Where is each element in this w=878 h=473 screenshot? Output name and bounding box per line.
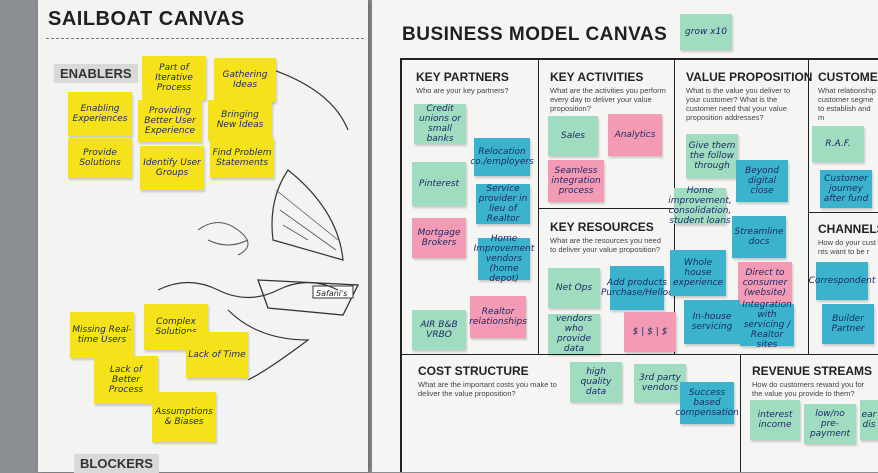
value-note: Integration with servicing / Realtor sit… (740, 300, 794, 350)
customer-note: Customer journey after fund (820, 170, 872, 208)
enabler-note: Find Problem Statements (210, 138, 274, 178)
key-activities-title: KEY ACTIVITIES (550, 70, 644, 84)
value-proposition-question: What is the value you deliver to your cu… (686, 86, 791, 122)
revenue-note: interest income (750, 400, 800, 440)
value-note: Whole house experience (670, 250, 726, 296)
sailboat-canvas-poster: SAILBOAT CANVAS ENABLERS BLOCKERS Safani… (38, 0, 368, 473)
grid-divider (808, 58, 809, 354)
blocker-note: Lack of Better Process (94, 356, 158, 404)
partner-note: Mortgage Brokers (412, 218, 466, 258)
resource-note: Net Ops (548, 268, 600, 308)
cost-note: 3rd party vendors (634, 364, 686, 402)
value-note: Beyond digital close (736, 160, 788, 202)
enabler-note: Part of Iterative Process (142, 56, 206, 100)
blocker-note: Missing Real-time Users (70, 312, 134, 358)
partner-note: Service provider in lieu of Realtor (476, 184, 530, 224)
activity-note: Seamless integration process (548, 160, 604, 202)
partner-note: Pinterest (412, 162, 466, 206)
blockers-label: BLOCKERS (74, 454, 159, 473)
customer-relationships-title: CUSTOMER RE (818, 70, 878, 84)
bmc-title: BUSINESS MODEL CANVAS (402, 24, 668, 45)
enabler-note: Enabling Experiences (68, 92, 132, 136)
channels-question: How do your cust nts want to be r (818, 238, 876, 256)
revenue-note: low/no pre-payment (804, 404, 856, 444)
revenue-streams-title: REVENUE STREAMS (752, 364, 873, 378)
key-activities-question: What are the activities you perform ever… (550, 86, 666, 113)
value-note: Direct to consumer (website) (738, 262, 792, 304)
partner-note: Realtor relationships (469, 296, 527, 338)
channels-title: CHANNELS (818, 222, 878, 236)
value-note: Give them the follow through (686, 134, 738, 178)
grid-left-border (400, 58, 402, 472)
title-divider (46, 38, 364, 39)
grid-divider (400, 354, 878, 355)
revenue-streams-question: How do customers reward you for the valu… (752, 380, 865, 398)
resource-note: vendors who provide data (548, 314, 600, 354)
enablers-label: ENABLERS (54, 64, 138, 83)
sailboat-illustration: Safani's (158, 59, 360, 380)
key-resources-title: KEY RESOURCES (550, 220, 654, 234)
key-partners-question: Who are your key partners? (416, 86, 509, 95)
grid-top-border (400, 58, 878, 60)
enabler-note: Providing Better User Experience (138, 100, 202, 142)
channel-note: Builder Partner (822, 304, 874, 344)
enabler-note: Identify User Groups (140, 146, 204, 190)
boat-name-text: Safani's (316, 289, 347, 298)
cost-structure-question: What are the important costs you make to… (418, 380, 557, 398)
activity-note: Sales (548, 116, 598, 156)
blocker-note: Lack of Time (186, 332, 248, 378)
activity-note: Analytics (608, 114, 662, 156)
resource-note: $ | $ | $ (624, 312, 676, 352)
value-proposition-title: VALUE PROPOSITION (686, 70, 813, 84)
value-note: Streamline docs (732, 216, 786, 258)
value-note: Home improvement, consolidation, student… (668, 186, 732, 226)
grid-divider (538, 208, 674, 209)
value-note: In-house servicing (684, 300, 740, 344)
grid-divider (808, 212, 878, 213)
resource-note: Add products Purchase/Helloc (601, 266, 673, 310)
top-sticky-note: grow x10 (680, 14, 732, 50)
channel-note: Correspondent (809, 262, 875, 300)
partner-note: Relocation co./employers (470, 138, 534, 176)
partner-note: AIR B&B VRBO (412, 310, 466, 350)
business-model-canvas-poster: BUSINESS MODEL CANVAS grow x10 KEY PARTN… (372, 0, 878, 472)
enabler-note: Provide Solutions (68, 138, 132, 178)
blocker-note: Assumptions & Biases (152, 392, 216, 442)
key-partners-title: KEY PARTNERS (416, 70, 509, 84)
enabler-note: Bringing New Ideas (208, 100, 272, 140)
revenue-note: ear dis (860, 400, 878, 440)
cost-note: high quality data (570, 362, 622, 402)
customer-relationships-question: What relationship customer segme to esta… (818, 86, 876, 122)
cost-structure-title: COST STRUCTURE (418, 364, 529, 378)
customer-note: R.A.F. (812, 126, 864, 162)
cost-note: Success based compensation (675, 382, 739, 424)
partner-note: Home Improvement vendors (home depot) (473, 234, 535, 284)
partner-note: Credit unions or small banks (414, 104, 466, 144)
grid-divider (740, 354, 741, 472)
grid-divider (538, 58, 539, 354)
sailboat-canvas-title: SAILBOAT CANVAS (48, 8, 245, 30)
enabler-note: Gathering Ideas (214, 58, 276, 102)
key-resources-question: What are the resources you need to deliv… (550, 236, 661, 254)
